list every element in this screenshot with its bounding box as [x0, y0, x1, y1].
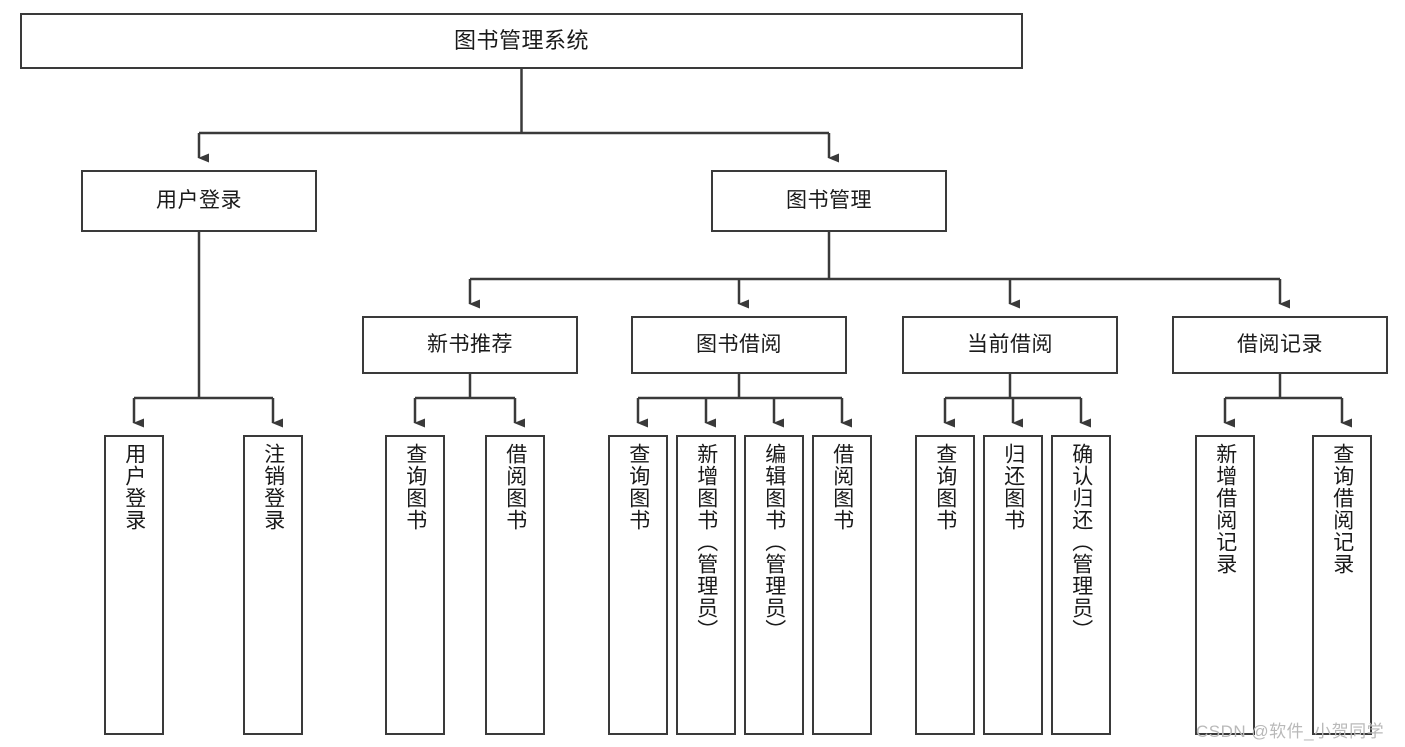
node-current-borrow[interactable]: 当前借阅: [902, 316, 1118, 374]
node-leaf-rec-borrow[interactable]: 借阅图书: [485, 435, 545, 735]
node-leaf-current-query[interactable]: 查询图书: [915, 435, 975, 735]
node-book-manage[interactable]: 图书管理: [711, 170, 947, 232]
node-leaf-user-login[interactable]: 用户登录: [104, 435, 164, 735]
node-label: 用户登录: [156, 189, 242, 213]
node-user-login[interactable]: 用户登录: [81, 170, 317, 232]
node-label: 新书推荐: [427, 333, 513, 357]
node-book-borrow[interactable]: 图书借阅: [631, 316, 847, 374]
node-leaf-current-confirm[interactable]: 确认归还（管理员）: [1051, 435, 1111, 735]
node-label: 当前借阅: [967, 333, 1053, 357]
node-leaf-rec-query[interactable]: 查询图书: [385, 435, 445, 735]
node-leaf-borrow-edit[interactable]: 编辑图书（管理员）: [744, 435, 804, 735]
node-label: 用户登录: [122, 443, 146, 531]
node-label: 查询图书: [626, 443, 650, 531]
watermark-text: CSDN @软件_小贺同学: [1196, 722, 1385, 741]
node-leaf-current-return[interactable]: 归还图书: [983, 435, 1043, 735]
node-new-book-rec[interactable]: 新书推荐: [362, 316, 578, 374]
node-label: 编辑图书（管理员）: [762, 443, 786, 641]
node-leaf-record-add[interactable]: 新增借阅记录: [1195, 435, 1255, 735]
node-label: 图书借阅: [696, 333, 782, 357]
node-leaf-borrow-lend[interactable]: 借阅图书: [812, 435, 872, 735]
node-leaf-user-logout[interactable]: 注销登录: [243, 435, 303, 735]
node-label: 归还图书: [1001, 443, 1025, 531]
node-label: 新增借阅记录: [1213, 443, 1237, 575]
node-label: 借阅图书: [503, 443, 527, 531]
node-label: 借阅图书: [830, 443, 854, 531]
node-leaf-record-query[interactable]: 查询借阅记录: [1312, 435, 1372, 735]
node-leaf-borrow-query[interactable]: 查询图书: [608, 435, 668, 735]
node-label: 查询借阅记录: [1330, 443, 1354, 575]
node-label: 查询图书: [403, 443, 427, 531]
node-label: 新增图书（管理员）: [694, 443, 718, 641]
node-label: 借阅记录: [1237, 333, 1323, 357]
node-label: 查询图书: [933, 443, 957, 531]
node-label: 图书管理系统: [453, 27, 589, 53]
node-label: 注销登录: [261, 443, 285, 531]
node-label: 图书管理: [786, 189, 872, 213]
node-label: 确认归还（管理员）: [1069, 443, 1093, 641]
node-root[interactable]: 图书管理系统: [20, 13, 1023, 69]
node-leaf-borrow-add[interactable]: 新增图书（管理员）: [676, 435, 736, 735]
node-borrow-record[interactable]: 借阅记录: [1172, 316, 1388, 374]
